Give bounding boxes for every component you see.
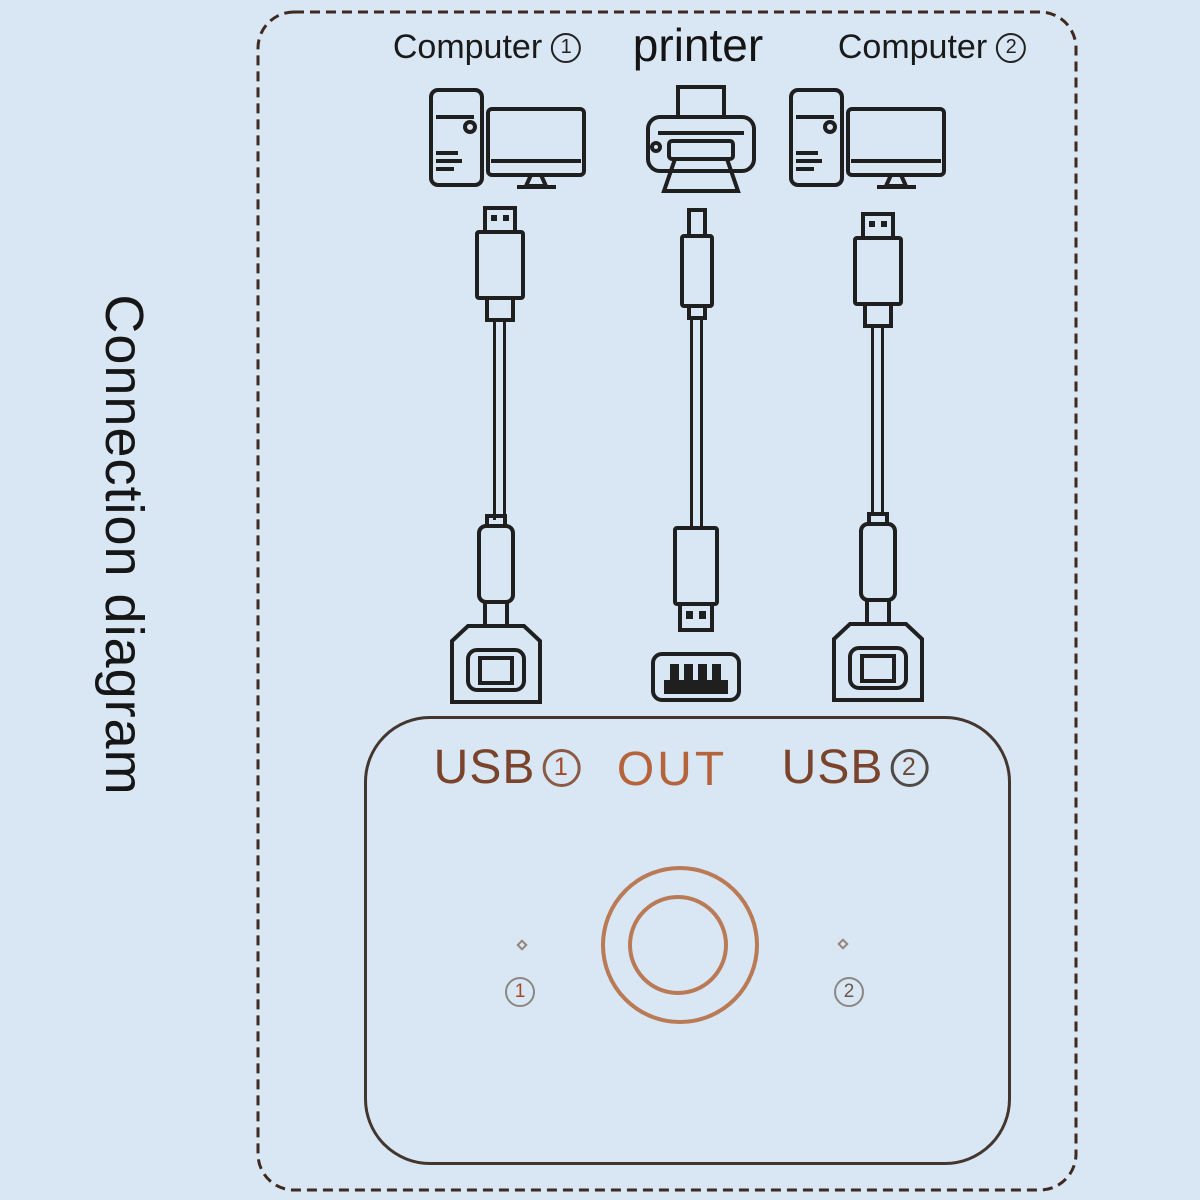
computer2-icon <box>789 88 946 189</box>
port-label-usb1: USB 1 <box>434 740 581 795</box>
printer-cable-plug-icon <box>680 208 714 320</box>
computer2-label-text: Computer <box>837 28 988 66</box>
computer1-number-badge: 1 <box>551 32 582 63</box>
cable-printer <box>690 316 703 530</box>
computer2-number-badge: 2 <box>996 32 1027 63</box>
usb-a-plug-icon-1 <box>475 206 525 322</box>
page-title: Connection diagram <box>94 294 154 796</box>
indicator-number-2: 2 <box>834 977 864 1007</box>
usb-switch-box <box>364 716 1011 1165</box>
cable-1 <box>493 318 506 520</box>
computer1-label: Computer 1 <box>392 28 582 67</box>
port-usb1-number-badge: 1 <box>542 748 581 787</box>
port-label-usb2: USB 2 <box>782 740 929 795</box>
port-label-out: OUT <box>616 743 728 796</box>
indicator-number-1: 1 <box>505 977 535 1007</box>
rotary-knob <box>601 866 759 1024</box>
computer1-label-text: Computer <box>392 28 543 66</box>
computer1-icon <box>429 88 586 189</box>
usb-b-plug-icon-1 <box>450 514 542 704</box>
port-usb2-text: USB <box>781 741 884 794</box>
port-usb1-text: USB <box>433 741 536 794</box>
usb-b-plug-icon-2 <box>832 512 924 702</box>
printer-label: printer <box>632 19 764 71</box>
usb-a-to-receptacle-icon <box>651 526 741 702</box>
usb-a-plug-icon-2 <box>853 212 903 328</box>
computer2-label: Computer 2 <box>837 28 1027 67</box>
port-usb2-number-badge: 2 <box>890 748 929 787</box>
cable-2 <box>871 324 884 516</box>
printer-icon <box>646 85 756 193</box>
